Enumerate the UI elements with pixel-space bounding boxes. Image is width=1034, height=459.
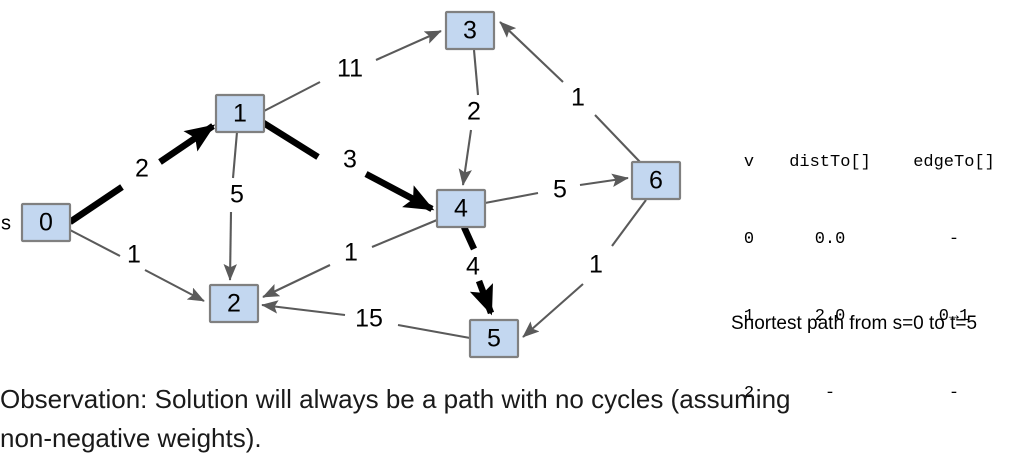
edge-weight-group: 2 1 11 5 3 2 1 5 4 15 1 1 [127, 55, 603, 333]
edge-1-4-bold-tail [364, 171, 435, 212]
edge-weight-4-5: 4 [466, 253, 480, 281]
table-header-dist: distTo[] [789, 153, 871, 173]
edge-1-2-tail [223, 211, 237, 281]
edge-weight-5-2: 15 [355, 305, 383, 333]
edge-5-2 [397, 323, 471, 340]
edge-6-5-tail [522, 283, 584, 338]
edge-weight-1-2: 5 [230, 181, 244, 209]
node-0-label: 0 [39, 209, 53, 237]
cell-dist: 2.0 [814, 306, 846, 326]
edge-group-highlighted [68, 119, 495, 316]
edge-weight-0-1: 2 [135, 155, 149, 183]
cell-v: 2 [743, 383, 755, 403]
node-3-label: 3 [463, 17, 477, 45]
cell-edge: - [948, 229, 960, 249]
table-header-v: v [743, 153, 755, 173]
observation-text: Observation: Solution will always be a p… [0, 384, 791, 453]
edge-5-2-tail [261, 300, 346, 317]
edge-weight-3-4: 2 [467, 98, 481, 126]
table-row: 1 2.0 0→1 [731, 304, 1015, 330]
edge-weight-1-4: 3 [343, 146, 357, 174]
node-1-label: 1 [233, 100, 247, 128]
node-0[interactable]: 0 [20, 202, 72, 243]
edge-4-5-bold-tail [469, 279, 495, 316]
node-3[interactable]: 3 [444, 10, 496, 51]
edge-1-2 [231, 131, 239, 179]
edge-6-3-tail [499, 21, 564, 83]
edge-group-thin [69, 21, 647, 340]
edge-weight-1-3: 11 [337, 55, 363, 83]
edge-4-2 [371, 219, 438, 248]
node-5[interactable]: 5 [468, 318, 520, 359]
edge-weight-6-3: 1 [571, 84, 585, 112]
table-header-row: v distTo[] edgeTo[] [731, 150, 1015, 176]
node-group: 0 1 2 3 4 5 6 [20, 10, 682, 359]
cell-dist: - [824, 383, 836, 403]
edge-3-4 [472, 49, 480, 96]
edge-1-3 [263, 81, 321, 112]
node-4[interactable]: 4 [435, 188, 487, 229]
edge-0-2-tail [144, 269, 205, 302]
edge-weight-4-6: 5 [553, 176, 567, 204]
table-caption: Shortest path from s=0 to t=5 [731, 313, 978, 334]
edge-4-6-tail [579, 173, 629, 187]
node-6-label: 6 [649, 167, 663, 195]
edge-weight-0-2: 1 [127, 241, 141, 269]
edge-weight-6-5: 1 [589, 251, 603, 279]
edge-3-4-tail [458, 129, 473, 186]
edge-6-3 [594, 114, 641, 163]
node-6[interactable]: 6 [630, 160, 682, 201]
node-2[interactable]: 2 [208, 283, 260, 324]
node-5-label: 5 [487, 325, 501, 353]
edge-0-1-bold-tail [158, 123, 216, 165]
node-2-label: 2 [227, 290, 241, 318]
node-1[interactable]: 1 [214, 93, 266, 134]
cell-v: 1 [743, 306, 755, 326]
edge-4-5-bold [461, 225, 477, 251]
table-header-edge: edgeTo[] [913, 153, 995, 173]
edge-1-4-bold [260, 119, 320, 160]
cell-edge: 0→1 [938, 306, 970, 326]
table-row: 0 0.0 - [731, 227, 1015, 253]
edge-weight-4-2: 1 [344, 239, 358, 267]
edge-0-1-bold [68, 184, 124, 225]
node-4-label: 4 [454, 195, 468, 223]
edge-4-6 [484, 191, 539, 205]
source-marker-label: s [1, 212, 11, 234]
edge-0-2 [69, 229, 121, 257]
edge-1-3-tail [375, 30, 442, 61]
edge-4-2-tail [262, 264, 331, 298]
cell-dist: 0.0 [814, 229, 846, 249]
edge-6-5 [611, 199, 647, 247]
cell-v: 0 [743, 229, 755, 249]
cell-edge: - [948, 383, 960, 403]
table-row: 2 - - [731, 381, 1015, 407]
